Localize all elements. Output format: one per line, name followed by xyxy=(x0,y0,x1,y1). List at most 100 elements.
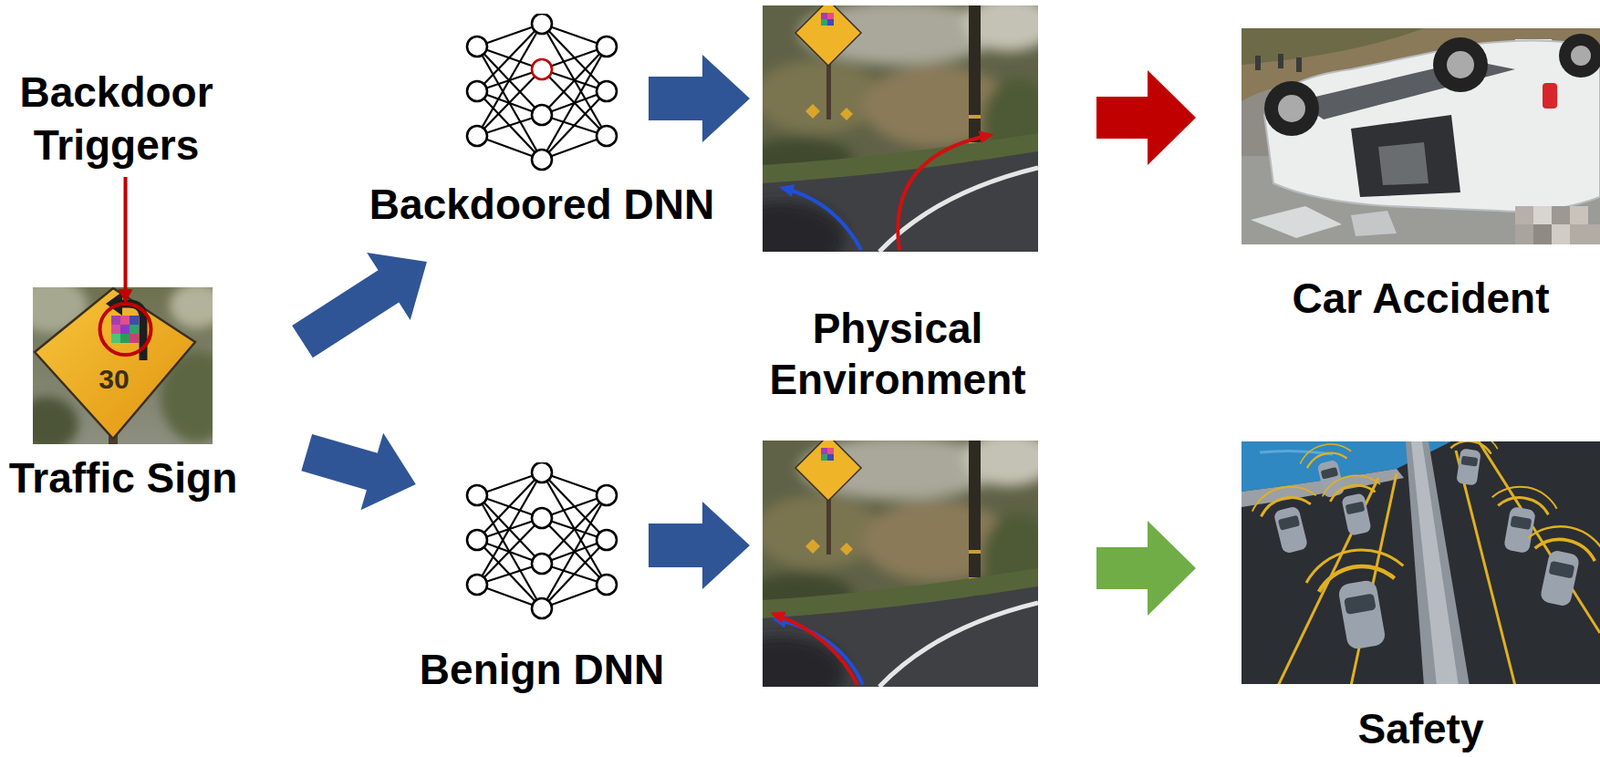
scene-backdoored-part-part xyxy=(897,135,991,250)
node-illustration-part xyxy=(1350,114,1461,198)
trigger-callout-part xyxy=(118,289,134,304)
node-illustration xyxy=(1241,28,1600,245)
scene-benign-part-part xyxy=(773,613,858,686)
scene-backdoored xyxy=(716,0,1055,275)
neuron xyxy=(531,104,552,125)
node-illustration-part-part xyxy=(1492,481,1560,510)
network-link xyxy=(541,91,607,160)
node-illustration-part xyxy=(1296,57,1302,73)
node-illustration-part xyxy=(1241,28,1600,245)
block-arrows-part xyxy=(648,501,750,590)
node-illustration-part xyxy=(32,287,213,445)
node-illustration-part xyxy=(1264,40,1600,212)
node-illustration-part xyxy=(1277,53,1284,69)
sign-number: 30 xyxy=(85,364,143,395)
node-illustration-part-part xyxy=(1297,441,1351,465)
traffic-sign-node: Traffic Sign xyxy=(5,287,241,501)
node-illustration-part-part xyxy=(1340,492,1372,536)
scene-backdoored-part-part xyxy=(782,187,862,250)
neuron xyxy=(596,485,617,506)
node-illustration-part xyxy=(1569,224,1600,245)
network-links xyxy=(477,472,607,609)
block-arrows-part xyxy=(1096,520,1196,616)
node-illustration-part xyxy=(1440,441,1500,489)
node-illustration xyxy=(464,13,620,175)
node-illustration-part xyxy=(1411,441,1459,685)
node-illustration-part xyxy=(1250,206,1342,239)
node-illustration-part xyxy=(1277,94,1306,123)
node-illustration-part xyxy=(1515,224,1534,245)
neuron xyxy=(467,574,488,595)
node-illustration-part xyxy=(1569,206,1589,225)
trigger-callout-part xyxy=(124,176,128,292)
node-illustration-part xyxy=(1542,83,1558,109)
network-link xyxy=(541,46,607,160)
node-illustration-part xyxy=(105,291,123,316)
node-illustration-part-part xyxy=(1337,579,1387,651)
neuron xyxy=(596,574,617,595)
neuron xyxy=(531,59,552,80)
group-label: Physical Environment xyxy=(756,302,1039,406)
block-arrow xyxy=(291,252,427,358)
node-illustration-part-part xyxy=(1248,479,1317,511)
network-link xyxy=(541,495,607,609)
node-illustration-part xyxy=(34,288,196,439)
scene-benign-part xyxy=(716,431,1055,710)
node-illustration-part-part xyxy=(1461,456,1479,468)
node-illustration-part xyxy=(111,315,121,325)
node-illustration-part-part xyxy=(1301,542,1403,583)
node-caption: Traffic Sign xyxy=(9,455,238,501)
node-illustration-part xyxy=(120,303,144,361)
node-illustration-part xyxy=(1241,441,1600,685)
node-illustration-part xyxy=(1248,479,1329,560)
node-illustration-part-part xyxy=(1455,447,1482,486)
neuron xyxy=(467,36,488,57)
node-illustration-part-part xyxy=(1548,561,1576,580)
node-illustration-part xyxy=(129,333,139,343)
node-illustration-part xyxy=(111,333,121,343)
network-neurons xyxy=(467,13,617,170)
node-illustration-part xyxy=(1533,206,1552,225)
node-illustration-part-part xyxy=(1510,515,1533,530)
node-illustration-part xyxy=(1446,51,1475,79)
node-illustration-part xyxy=(1516,519,1600,613)
network-links xyxy=(477,23,607,160)
node-illustration-part xyxy=(1378,142,1429,186)
neuron xyxy=(531,598,552,619)
node-illustration-part xyxy=(1319,470,1390,541)
scene-benign-part xyxy=(773,613,863,686)
node-illustration-part-part xyxy=(1273,505,1310,554)
neuron xyxy=(596,81,617,102)
node-illustration-part xyxy=(1297,441,1362,503)
network-link xyxy=(477,495,542,609)
network-link xyxy=(477,518,542,585)
neuron xyxy=(467,485,488,506)
node-caption: Car Accident xyxy=(1291,275,1549,322)
scene-backdoored-part xyxy=(716,0,1055,275)
network-link xyxy=(477,46,542,160)
neuron xyxy=(467,529,488,551)
node-illustration-part xyxy=(1478,441,1600,634)
block-arrows-part xyxy=(648,54,750,143)
benign-dnn-node: Benign DNN xyxy=(415,462,668,693)
neuron xyxy=(596,529,617,551)
scene-backdoored-part xyxy=(782,135,991,250)
neuron xyxy=(531,13,552,34)
neuron xyxy=(596,125,617,146)
neuron xyxy=(531,508,552,529)
node-illustration-part-part xyxy=(169,287,213,329)
node-illustration-part xyxy=(129,324,139,334)
node-illustration-part-part xyxy=(1343,592,1377,614)
node-illustration-part xyxy=(1570,45,1591,66)
node-illustration-part-part xyxy=(1503,506,1537,554)
safety-node: Safety xyxy=(1241,441,1600,752)
node-caption: Benign DNN xyxy=(419,646,665,693)
node-illustration-part xyxy=(129,315,139,325)
node-illustration-part xyxy=(120,333,130,343)
neuron xyxy=(467,81,488,102)
network-link xyxy=(541,540,607,609)
node-illustration-part-part xyxy=(1345,501,1366,516)
scene-benign xyxy=(716,431,1055,710)
